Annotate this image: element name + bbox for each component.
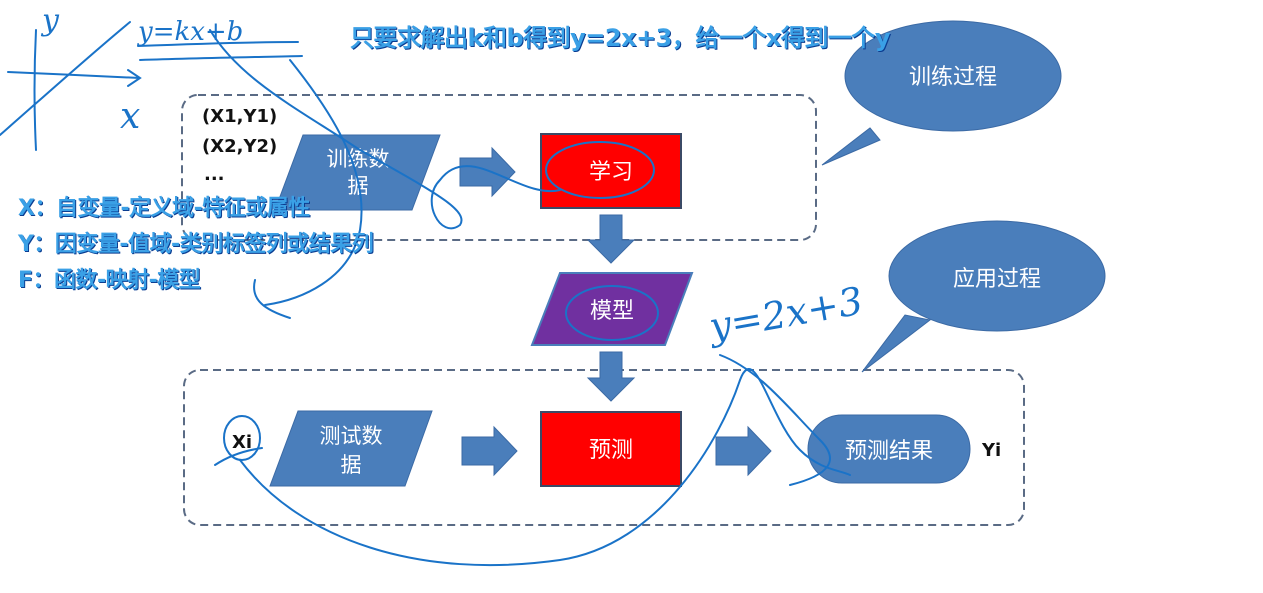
training-bubble-label: 训练过程 <box>909 65 997 90</box>
predict-box: 预测 <box>540 411 682 487</box>
hand-formula-result: y=2x+3 <box>704 279 866 350</box>
application-bubble-label: 应用过程 <box>953 267 1041 292</box>
test-data-label-1: 测试数 <box>320 424 383 448</box>
hand-axis-x-label: x <box>120 96 140 137</box>
definition-y: Y：因变量-值域-类别标签列或结果列 <box>18 232 374 257</box>
arrow-model-to-predict <box>586 351 636 402</box>
model-shape: 模型 <box>530 272 694 346</box>
output-yi-label: Yi <box>981 440 1001 461</box>
handwriting-layer <box>0 21 851 567</box>
hand-circle-model <box>565 285 659 341</box>
sample-2: (X2,Y2) <box>202 136 277 157</box>
hand-underline-2 <box>139 55 303 61</box>
hand-curve-left <box>253 59 363 319</box>
arrow-test-to-predict <box>461 425 518 477</box>
sample-1: (X1,Y1) <box>202 106 277 127</box>
hand-circle-learn <box>545 141 655 199</box>
learn-label: 学习 <box>589 160 633 185</box>
application-bubble: 应用过程 <box>861 220 1106 373</box>
result-label: 预测结果 <box>845 439 933 464</box>
arrow-predict-to-result <box>715 425 772 477</box>
training-data-label-1: 训练数 <box>327 147 390 171</box>
hand-axis-y-label: y <box>40 3 60 38</box>
sample-ellipsis: ... <box>204 164 225 185</box>
hand-line-diagonal <box>0 21 131 136</box>
definition-f: F：函数-映射-模型 <box>18 268 201 293</box>
hand-curve-right <box>719 354 831 486</box>
hand-axis-vertical <box>33 29 37 151</box>
hand-tick-xi <box>214 447 263 466</box>
model-label: 模型 <box>590 299 634 324</box>
learn-box: 学习 <box>540 133 682 209</box>
hand-formula-top: y=kx+b <box>137 17 243 47</box>
hand-loop-training <box>209 29 561 229</box>
training-bubble: 训练过程 <box>821 20 1062 166</box>
definition-x: X：自变量-定义域-特征或属性 <box>18 196 310 221</box>
result-box: 预测结果 <box>807 414 971 484</box>
test-data-label-2: 据 <box>341 453 362 477</box>
input-xi-label: Xi <box>232 432 252 453</box>
arrow-learn-to-model <box>586 214 636 264</box>
hand-circle-xi <box>223 415 261 461</box>
training-data-shape: 训练数 据 <box>274 134 441 211</box>
arrow-data-to-learn <box>459 146 516 198</box>
training-group-frame <box>181 94 817 241</box>
test-data-shape: 测试数 据 <box>269 410 433 487</box>
hand-sweep-bottom <box>239 368 851 567</box>
training-data-label-2: 据 <box>348 174 369 198</box>
header-note: 只要求解出k和b得到y=2x+3，给一个x得到一个y <box>350 24 891 52</box>
predict-label: 预测 <box>589 438 633 463</box>
hand-axis-horizontal <box>7 69 142 87</box>
